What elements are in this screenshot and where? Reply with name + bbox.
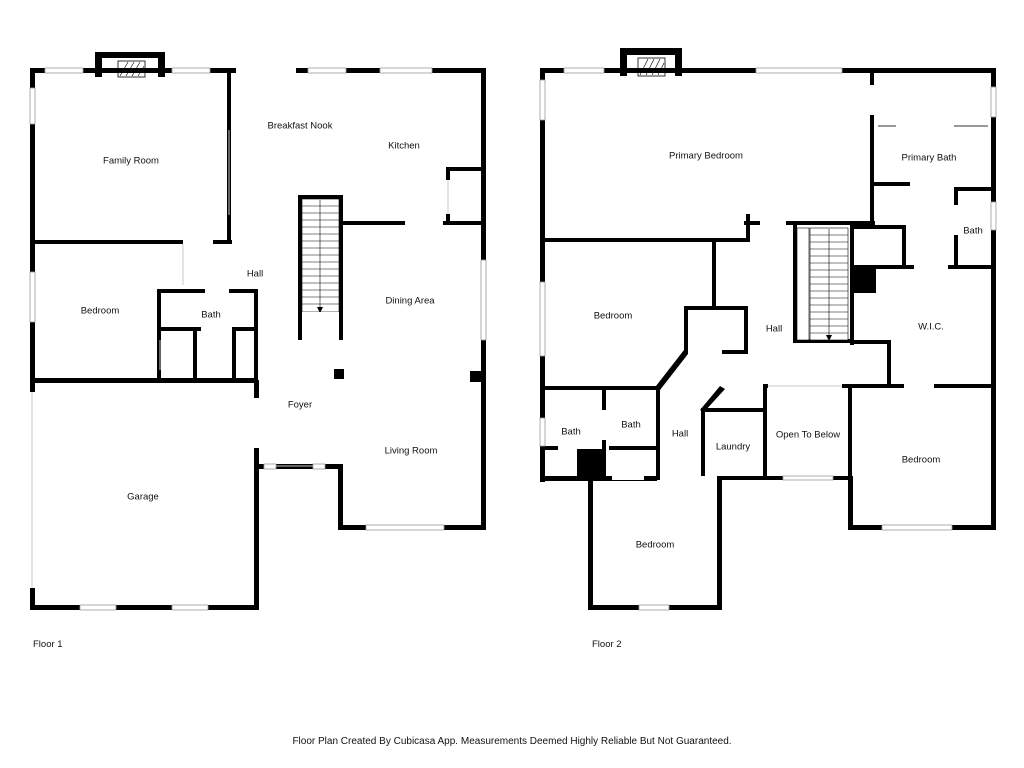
room-label-wic: W.I.C.: [918, 322, 944, 333]
room-label-bath: Bath: [561, 427, 581, 438]
disclaimer-footer: Floor Plan Created By Cubicasa App. Meas…: [292, 736, 732, 747]
room-label-dining-area: Dining Area: [385, 296, 435, 307]
room-label-bedroom: Bedroom: [594, 311, 633, 322]
room-label-hall: Hall: [766, 324, 782, 335]
stairs: [301, 198, 340, 340]
room-label-garage: Garage: [127, 492, 159, 503]
room-label-bath: Bath: [621, 420, 641, 431]
room-label-primary-bedroom: Primary Bedroom: [669, 151, 743, 162]
room-label-open-to-below: Open To Below: [776, 430, 840, 441]
stairs: [796, 227, 849, 341]
room-label-hall: Hall: [247, 269, 263, 280]
room-label-foyer: Foyer: [288, 400, 312, 411]
floor-1-plan: Family Room Breakfast Nook Kitchen Hall …: [29, 52, 487, 611]
room-label-primary-bath: Primary Bath: [902, 153, 957, 164]
floor-1-label: Floor 1: [33, 639, 63, 650]
room-label-kitchen: Kitchen: [388, 141, 420, 152]
fireplace: [95, 52, 165, 78]
floor-2-plan: Primary Bedroom Primary Bath Bath Bedroo…: [539, 48, 997, 611]
room-label-living-room: Living Room: [385, 446, 438, 457]
room-label-bedroom: Bedroom: [902, 455, 941, 466]
room-label-breakfast-nook: Breakfast Nook: [268, 121, 333, 132]
room-label-bath: Bath: [201, 310, 221, 321]
room-label-bedroom: Bedroom: [636, 540, 675, 551]
room-label-hall: Hall: [672, 429, 688, 440]
floor-2-label: Floor 2: [592, 639, 622, 650]
room-label-bedroom: Bedroom: [81, 306, 120, 317]
room-label-family-room: Family Room: [103, 156, 159, 167]
room-label-bath: Bath: [963, 226, 983, 237]
room-label-laundry: Laundry: [716, 442, 751, 453]
